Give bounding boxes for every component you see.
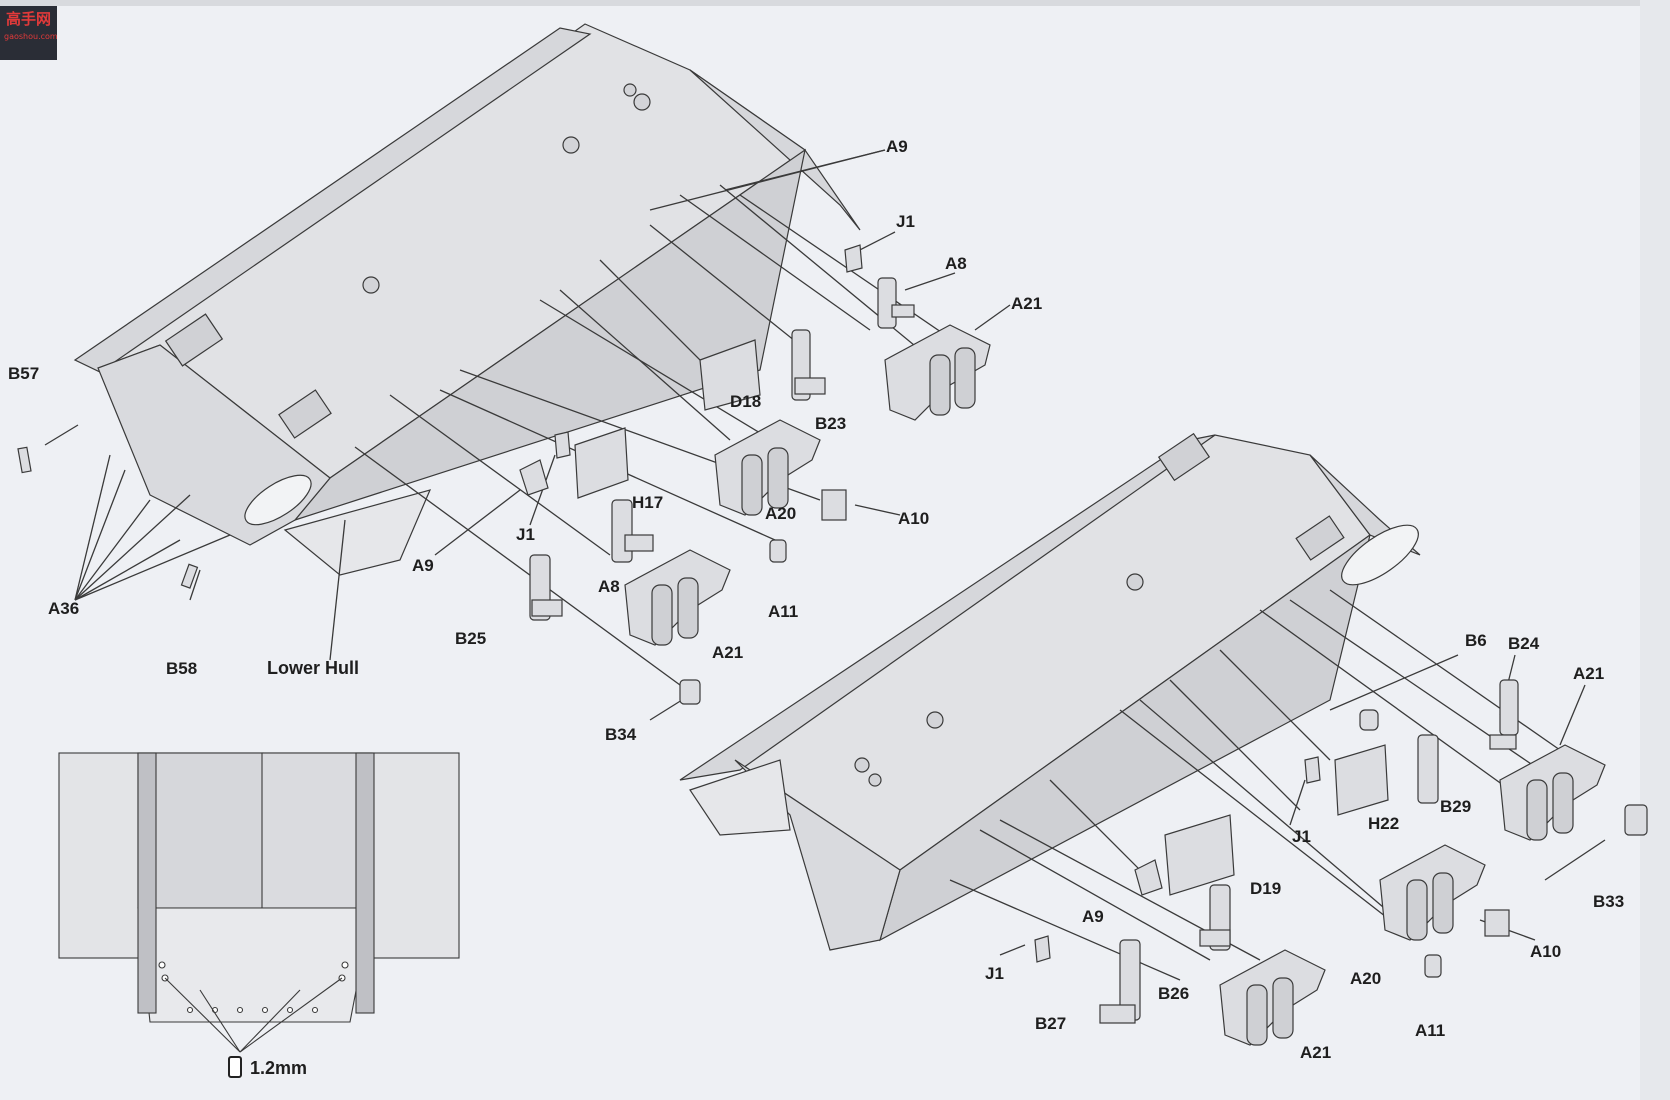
lower-hull-left	[73, 23, 861, 576]
part-a9-right	[1134, 859, 1163, 896]
part-a20-left	[714, 419, 821, 516]
label-h17: H17	[632, 493, 664, 512]
label-b24: B24	[1508, 634, 1540, 653]
label-a9-mid: A9	[412, 556, 434, 575]
label-b23: B23	[815, 414, 847, 433]
label-a8-mid: A8	[598, 577, 620, 596]
part-b25	[529, 554, 563, 621]
part-a8-top	[877, 277, 915, 329]
label-b27: B27	[1035, 1014, 1067, 1033]
part-b27	[1099, 939, 1141, 1024]
label-b57: B57	[8, 364, 40, 383]
label-a11-right: A11	[1415, 1021, 1446, 1040]
logo-mark: 高手网	[6, 11, 52, 28]
part-b58	[180, 563, 199, 589]
part-a10-right	[1484, 909, 1510, 937]
part-a11-right	[1424, 954, 1442, 978]
part-a21-mid	[624, 549, 731, 646]
interior-inset	[58, 752, 460, 1053]
label-a21-mid: A21	[712, 643, 744, 662]
label-a8-top: A8	[945, 254, 967, 273]
drill-icon	[228, 1056, 242, 1078]
label-j1-right: J1	[1292, 827, 1311, 846]
part-b34	[679, 679, 701, 705]
label-j1-bottom: J1	[985, 964, 1004, 983]
part-h17	[574, 427, 629, 499]
part-a21-bottom	[1219, 949, 1326, 1046]
label-a9-top: A9	[886, 137, 908, 156]
part-j1-right	[1304, 756, 1321, 784]
part-j1-top	[844, 244, 863, 273]
part-a21-top	[884, 324, 991, 421]
label-d19: D19	[1250, 879, 1282, 898]
part-b33	[1624, 804, 1648, 836]
part-b6	[1359, 709, 1379, 731]
label-b34: B34	[605, 725, 637, 744]
label-lower-hull: Lower Hull	[267, 658, 360, 678]
part-b26	[1199, 884, 1231, 951]
label-b26: B26	[1158, 984, 1190, 1003]
label-a20-right: A20	[1350, 969, 1382, 988]
label-b29: B29	[1440, 797, 1472, 816]
label-a21-right: A21	[1573, 664, 1605, 683]
part-a10-left	[821, 489, 847, 521]
drill-size-label: 1.2mm	[250, 1058, 308, 1078]
part-b29	[1417, 734, 1439, 804]
label-j1-mid: J1	[516, 525, 535, 544]
label-b25: B25	[455, 629, 487, 648]
label-a10-left: A10	[898, 509, 930, 528]
part-h22	[1334, 744, 1389, 816]
parts	[17, 244, 1648, 1046]
part-a21-right	[1499, 744, 1606, 841]
part-a20-right	[1379, 844, 1486, 941]
label-a10-right: A10	[1530, 942, 1562, 961]
part-b57	[17, 446, 32, 474]
label-d18: D18	[730, 392, 762, 411]
label-j1-top: J1	[896, 212, 915, 231]
part-a8-mid	[611, 499, 654, 563]
label-a21-bottom: A21	[1300, 1043, 1332, 1062]
logo-sub: gaoshou.com	[4, 32, 58, 41]
label-a21-top: A21	[1011, 294, 1043, 313]
label-a11-left: A11	[768, 602, 799, 621]
part-b23	[791, 329, 826, 401]
label-a9-right: A9	[1082, 907, 1104, 926]
label-b6: B6	[1465, 631, 1487, 650]
label-a36: A36	[48, 599, 80, 618]
part-j1-mid	[554, 431, 571, 459]
part-b24	[1489, 679, 1519, 750]
label-b58: B58	[166, 659, 198, 678]
part-d18	[699, 339, 761, 411]
part-a11-left	[769, 539, 787, 563]
part-d19	[1164, 814, 1235, 896]
label-h22: H22	[1368, 814, 1400, 833]
label-a20-left: A20	[765, 504, 797, 523]
part-a9-mid	[519, 459, 549, 496]
lower-hull-right	[679, 432, 1421, 951]
logo: 高手网 gaoshou.com	[0, 0, 58, 60]
part-j1-bottom	[1034, 935, 1051, 963]
label-b33: B33	[1593, 892, 1625, 911]
